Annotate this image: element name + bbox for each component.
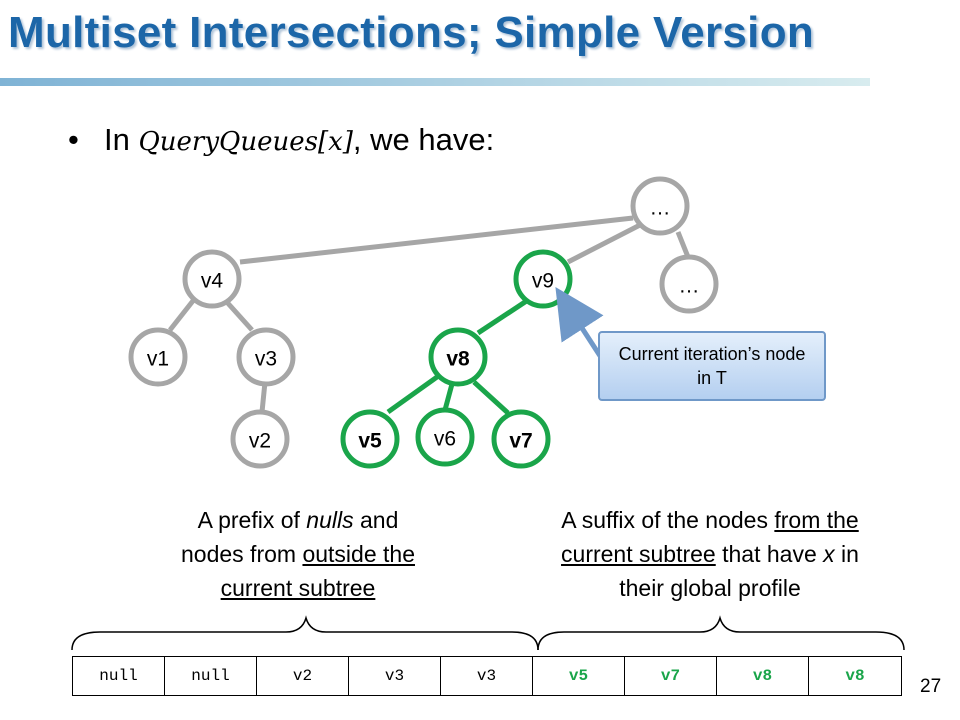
edge-v4-v3 <box>223 298 254 332</box>
array-cell: null <box>165 657 257 695</box>
array-cell: v8 <box>717 657 809 695</box>
node-v4-label: v4 <box>201 270 224 293</box>
suffix-text: their global profile <box>619 575 801 601</box>
edge-v9-v8 <box>476 297 530 336</box>
prefix-text: A prefix of <box>197 507 307 533</box>
node-v1 <box>128 327 188 387</box>
node-v3-label: v3 <box>255 348 277 371</box>
edge-root-dots <box>675 231 691 258</box>
node-v8-label: v8 <box>446 348 470 371</box>
prefix-underlined: outside the <box>302 541 415 567</box>
edge-v8-v6 <box>442 383 455 411</box>
node-v8 <box>428 327 488 387</box>
suffix-text: in <box>834 541 859 567</box>
node-v7 <box>491 409 551 469</box>
node-v1-label: v1 <box>147 348 169 371</box>
edge-v3-v2 <box>259 381 268 413</box>
array-cell: v3 <box>441 657 533 695</box>
edge-root-v9 <box>566 222 642 265</box>
edge-v8-v7 <box>472 380 510 415</box>
suffix-line-2: current subtree that have x in <box>494 537 926 571</box>
node-v7-label: v7 <box>509 430 532 453</box>
node-dots-label: … <box>679 275 700 298</box>
bullet-dot: • <box>68 122 79 157</box>
edge-root-v4 <box>239 215 634 265</box>
node-v2 <box>230 409 290 469</box>
prefix-nulls: nulls <box>306 507 354 533</box>
callout-box: Current iteration’s node in T <box>598 331 826 401</box>
suffix-underlined: from the <box>774 507 859 533</box>
array-cell: v8 <box>845 667 865 685</box>
node-v6-label: v6 <box>434 428 456 451</box>
query-queue-array: null null v2 v3 v3 v5 v7 v8 v8 <box>72 656 902 696</box>
node-root-label: … <box>650 197 671 220</box>
prefix-text: nodes from <box>181 541 303 567</box>
prefix-description: A prefix of nulls and nodes from outside… <box>128 503 468 605</box>
array-cell: v3 <box>349 657 441 695</box>
green-edges <box>386 297 530 415</box>
edge-v4-v1 <box>168 295 198 332</box>
prefix-text: and <box>353 507 399 533</box>
gray-edges <box>168 215 691 413</box>
node-v2-label: v2 <box>249 430 271 453</box>
node-v5-label: v5 <box>358 430 382 453</box>
page-number: 27 <box>920 676 942 697</box>
array-cell: null <box>73 657 165 695</box>
bullet-text: In QueryQueues[x], we have: <box>104 122 494 158</box>
suffix-line-1: A suffix of the nodes from the <box>494 503 926 537</box>
bullet-prefix: In <box>104 122 130 157</box>
node-v3 <box>236 327 296 387</box>
prefix-underlined: current subtree <box>220 575 376 601</box>
array-cell: v2 <box>257 657 349 695</box>
node-dots <box>659 254 719 314</box>
edge-v8-v5 <box>386 369 446 415</box>
bullet-math: QueryQueues[x] <box>138 127 353 157</box>
suffix-x: x <box>823 541 835 567</box>
slide-title: Multiset Intersections; Simple Version <box>8 8 815 57</box>
prefix-line-1: A prefix of nulls and <box>128 503 468 537</box>
prefix-line-2: nodes from outside the <box>128 537 468 571</box>
suffix-text: A suffix of the nodes <box>561 507 775 533</box>
suffix-underlined: current subtree <box>561 541 716 567</box>
node-v5 <box>340 409 400 469</box>
title-underline <box>0 78 870 86</box>
node-root <box>630 176 690 236</box>
array-cell: v7 <box>625 657 717 695</box>
array-cell: v5 <box>533 657 625 695</box>
bullet-suffix: , we have: <box>352 122 495 157</box>
suffix-description: A suffix of the nodes from the current s… <box>494 503 926 605</box>
node-v9-label: v9 <box>532 270 554 293</box>
node-v6 <box>415 407 475 467</box>
suffix-text: that have <box>715 541 824 567</box>
node-v4 <box>182 249 242 309</box>
suffix-line-3: their global profile <box>494 571 926 605</box>
prefix-line-3: current subtree <box>128 571 468 605</box>
